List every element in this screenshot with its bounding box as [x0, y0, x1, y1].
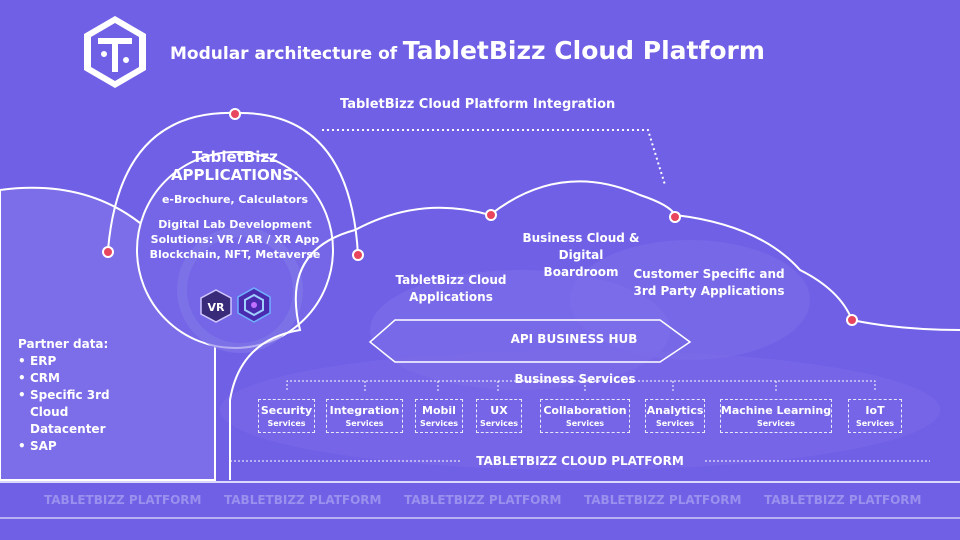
- service-name: Collaboration: [543, 404, 627, 417]
- partner-data: Partner data: ERP CRM Specific 3rd Cloud…: [18, 336, 122, 455]
- service-sub: Services: [267, 419, 306, 428]
- platform-strip-item: TABLETBIZZ PLATFORM: [584, 493, 742, 507]
- cube-badge-icon: [237, 287, 271, 323]
- service-name: IoT: [865, 404, 885, 417]
- partner-item: SAP: [18, 438, 122, 455]
- digital-lab-text: Digital Lab Development Solutions: VR / …: [149, 218, 321, 261]
- service-iot: IoT Services: [848, 399, 902, 433]
- platform-strip-item: TABLETBIZZ PLATFORM: [224, 493, 382, 507]
- service-sub: Services: [855, 419, 895, 428]
- service-sub: Services: [756, 419, 796, 428]
- platform-strip-item: TABLETBIZZ PLATFORM: [44, 493, 202, 507]
- service-sub: Services: [345, 419, 384, 428]
- api-business-hub: API BUSINESS HUB: [510, 332, 638, 346]
- applications-title: TabletBizz APPLICATIONS:: [170, 148, 300, 184]
- service-ux: UX Services: [476, 399, 522, 433]
- platform-strip-item: TABLETBIZZ PLATFORM: [764, 493, 922, 507]
- cloud-applications-label: TabletBizz Cloud Applications: [395, 273, 507, 304]
- partner-item: ERP: [18, 353, 122, 370]
- title-prefix: Modular architecture of: [170, 44, 398, 64]
- third-party-label: Customer Specific and 3rd Party Applicat…: [633, 267, 785, 298]
- service-integration: Integration Services: [326, 399, 403, 433]
- service-analytics: Analytics Services: [645, 399, 705, 433]
- service-name: UX: [490, 404, 508, 417]
- service-name: Analytics: [646, 404, 704, 417]
- service-sub: Services: [565, 419, 605, 428]
- service-name: Mobil: [422, 404, 456, 417]
- partner-item: Specific 3rd Cloud Datacenter: [18, 387, 122, 438]
- svg-text:VR: VR: [208, 301, 226, 314]
- service-collaboration: Collaboration Services: [540, 399, 630, 433]
- business-services-label: Business Services: [514, 372, 636, 386]
- vr-badge-icon: VR: [200, 289, 232, 323]
- service-sub: Services: [655, 419, 695, 428]
- integration-label: TabletBizz Cloud Platform Integration: [340, 97, 616, 112]
- service-name: Machine Learning: [720, 404, 832, 417]
- page-title: Modular architecture of TabletBizz Cloud…: [170, 36, 765, 65]
- service-security: Security Services: [258, 399, 315, 433]
- cloud-platform-label: TABLETBIZZ CLOUD PLATFORM: [476, 454, 684, 468]
- platform-strip-item: TABLETBIZZ PLATFORM: [404, 493, 562, 507]
- service-name: Security: [260, 404, 313, 417]
- partner-heading: Partner data:: [18, 337, 109, 351]
- service-mobil: Mobil Services: [415, 399, 463, 433]
- service-name: Integration: [329, 404, 400, 417]
- title-brand: TabletBizz Cloud Platform: [402, 36, 765, 65]
- tabletbizz-logo-icon: [84, 16, 146, 88]
- applications-subtitle: e-Brochure, Calculators: [161, 193, 309, 206]
- partner-item: CRM: [18, 370, 122, 387]
- service-sub: Services: [479, 419, 519, 428]
- service-sub: Services: [419, 419, 459, 428]
- boardroom-label: Business Cloud & Digital Boardroom: [522, 231, 640, 279]
- service-machine-learning: Machine Learning Services: [720, 399, 832, 433]
